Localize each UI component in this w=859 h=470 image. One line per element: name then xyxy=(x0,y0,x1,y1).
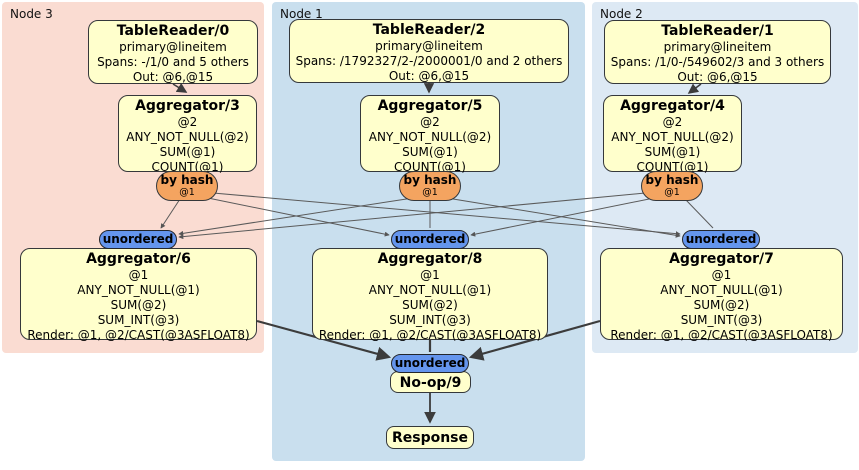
processor-aggregator-4: Aggregator/4 @2 ANY_NOT_NULL(@2) SUM(@1)… xyxy=(603,95,742,174)
processor-detail: SUM(@2) xyxy=(110,298,167,312)
processor-detail: primary@lineitem xyxy=(375,39,483,53)
processor-detail: @1 xyxy=(420,268,440,282)
edge-r2-s2 xyxy=(685,199,714,229)
processor-tablereader-1: TableReader/1 primary@lineitem Spans: /1… xyxy=(604,20,831,84)
processor-detail: COUNT(@1) xyxy=(151,160,224,174)
processor-aggregator-5: Aggregator/5 @2 ANY_NOT_NULL(@2) SUM(@1)… xyxy=(360,95,500,174)
edge-r3-s2 xyxy=(212,192,681,237)
router-label: by hash xyxy=(403,173,457,187)
edge-r1-s3 xyxy=(178,197,414,236)
processor-detail: SUM_INT(@3) xyxy=(680,313,763,327)
processor-title: Aggregator/5 xyxy=(377,98,483,114)
processor-detail: Render: @1, @2/CAST(@3ASFLOAT8) xyxy=(318,328,542,342)
processor-detail: SUM(@2) xyxy=(693,298,750,312)
router-detail: @1 xyxy=(664,187,680,198)
processor-detail: @1 xyxy=(711,268,732,282)
processor-title: Aggregator/7 xyxy=(669,251,774,267)
processor-detail: ANY_NOT_NULL(@2) xyxy=(611,130,734,144)
router-by-hash-node3: by hash @1 xyxy=(156,171,218,201)
processor-detail: Out: @6,@15 xyxy=(677,70,758,84)
router-label: by hash xyxy=(645,173,699,187)
processor-detail: COUNT(@1) xyxy=(394,160,466,174)
node1-label: Node 1 xyxy=(280,7,323,21)
processor-title: Response xyxy=(391,430,469,446)
processor-detail: @2 xyxy=(662,115,683,129)
edge-r2-s1 xyxy=(470,197,655,237)
processor-detail: ANY_NOT_NULL(@1) xyxy=(368,283,492,297)
processor-tablereader-0: TableReader/0 primary@lineitem Spans: -/… xyxy=(88,20,258,84)
processor-detail: SUM(@1) xyxy=(644,145,701,159)
processor-tablereader-2: TableReader/2 primary@lineitem Spans: /1… xyxy=(289,19,569,83)
processor-title: Aggregator/6 xyxy=(86,251,191,267)
router-detail: @1 xyxy=(422,187,438,198)
router-label: by hash xyxy=(160,173,214,187)
processor-detail: ANY_NOT_NULL(@2) xyxy=(126,130,249,144)
edge-r2-s3 xyxy=(178,192,646,240)
processor-aggregator-7: Aggregator/7 @1 ANY_NOT_NULL(@1) SUM(@2)… xyxy=(600,248,843,342)
processor-aggregator-6: Aggregator/6 @1 ANY_NOT_NULL(@1) SUM(@2)… xyxy=(20,248,257,342)
processor-detail: Out: @6,@15 xyxy=(132,70,214,84)
processor-detail: @1 xyxy=(128,268,149,282)
edge-r3-s3 xyxy=(160,198,181,229)
processor-detail: primary@lineitem xyxy=(119,40,227,54)
processor-title: Aggregator/8 xyxy=(377,251,483,267)
processor-detail: ANY_NOT_NULL(@1) xyxy=(660,283,783,297)
processor-detail: SUM(@1) xyxy=(159,145,216,159)
processor-detail: SUM(@1) xyxy=(402,145,458,159)
processor-response: Response xyxy=(386,426,474,449)
sync-unordered-node1: unordered xyxy=(391,230,469,249)
processor-aggregator-8: Aggregator/8 @1 ANY_NOT_NULL(@1) SUM(@2)… xyxy=(312,248,548,342)
processor-title: TableReader/2 xyxy=(372,22,486,38)
processor-detail: primary@lineitem xyxy=(663,40,772,54)
processor-detail: Spans: -/1/0 and 5 others xyxy=(97,55,249,69)
processor-detail: Render: @1, @2/CAST(@3ASFLOAT8) xyxy=(27,328,250,342)
processor-detail: Out: @6,@15 xyxy=(388,69,470,83)
processor-title: TableReader/0 xyxy=(116,23,230,39)
router-by-hash-node2: by hash @1 xyxy=(641,171,703,201)
processor-aggregator-3: Aggregator/3 @2 ANY_NOT_NULL(@2) SUM(@1)… xyxy=(118,95,257,174)
processor-title: Aggregator/4 xyxy=(620,98,725,114)
processor-detail: SUM_INT(@3) xyxy=(389,313,471,327)
node3-label: Node 3 xyxy=(10,7,53,21)
router-by-hash-node1: by hash @1 xyxy=(399,171,461,201)
processor-detail: SUM(@2) xyxy=(402,298,458,312)
processor-detail: ANY_NOT_NULL(@2) xyxy=(368,130,492,144)
processor-title: Aggregator/3 xyxy=(135,98,240,114)
edge-tr0-agg3 xyxy=(172,82,188,93)
processor-title: TableReader/1 xyxy=(661,23,774,39)
processor-detail: Spans: /1792327/2-/2000001/0 and 2 other… xyxy=(295,54,563,68)
node2-label: Node 2 xyxy=(600,7,643,21)
router-detail: @1 xyxy=(179,187,195,198)
processor-title: No-op/9 xyxy=(399,375,462,391)
sync-unordered-node3: unordered xyxy=(99,230,177,249)
processor-detail: COUNT(@1) xyxy=(636,160,709,174)
edge-tr1-agg4 xyxy=(687,83,702,94)
processor-detail: @2 xyxy=(420,115,440,129)
edge-r1-s2 xyxy=(446,197,681,238)
processor-noop-9: No-op/9 xyxy=(390,371,471,393)
sync-unordered-final: unordered xyxy=(391,354,469,373)
processor-detail: ANY_NOT_NULL(@1) xyxy=(77,283,200,297)
processor-detail: @2 xyxy=(177,115,198,129)
sync-unordered-node2: unordered xyxy=(682,230,760,249)
processor-detail: Render: @1, @2/CAST(@3ASFLOAT8) xyxy=(610,328,833,342)
processor-detail: SUM_INT(@3) xyxy=(97,313,180,327)
processor-detail: Spans: /1/0-/549602/3 and 3 others xyxy=(610,55,825,69)
